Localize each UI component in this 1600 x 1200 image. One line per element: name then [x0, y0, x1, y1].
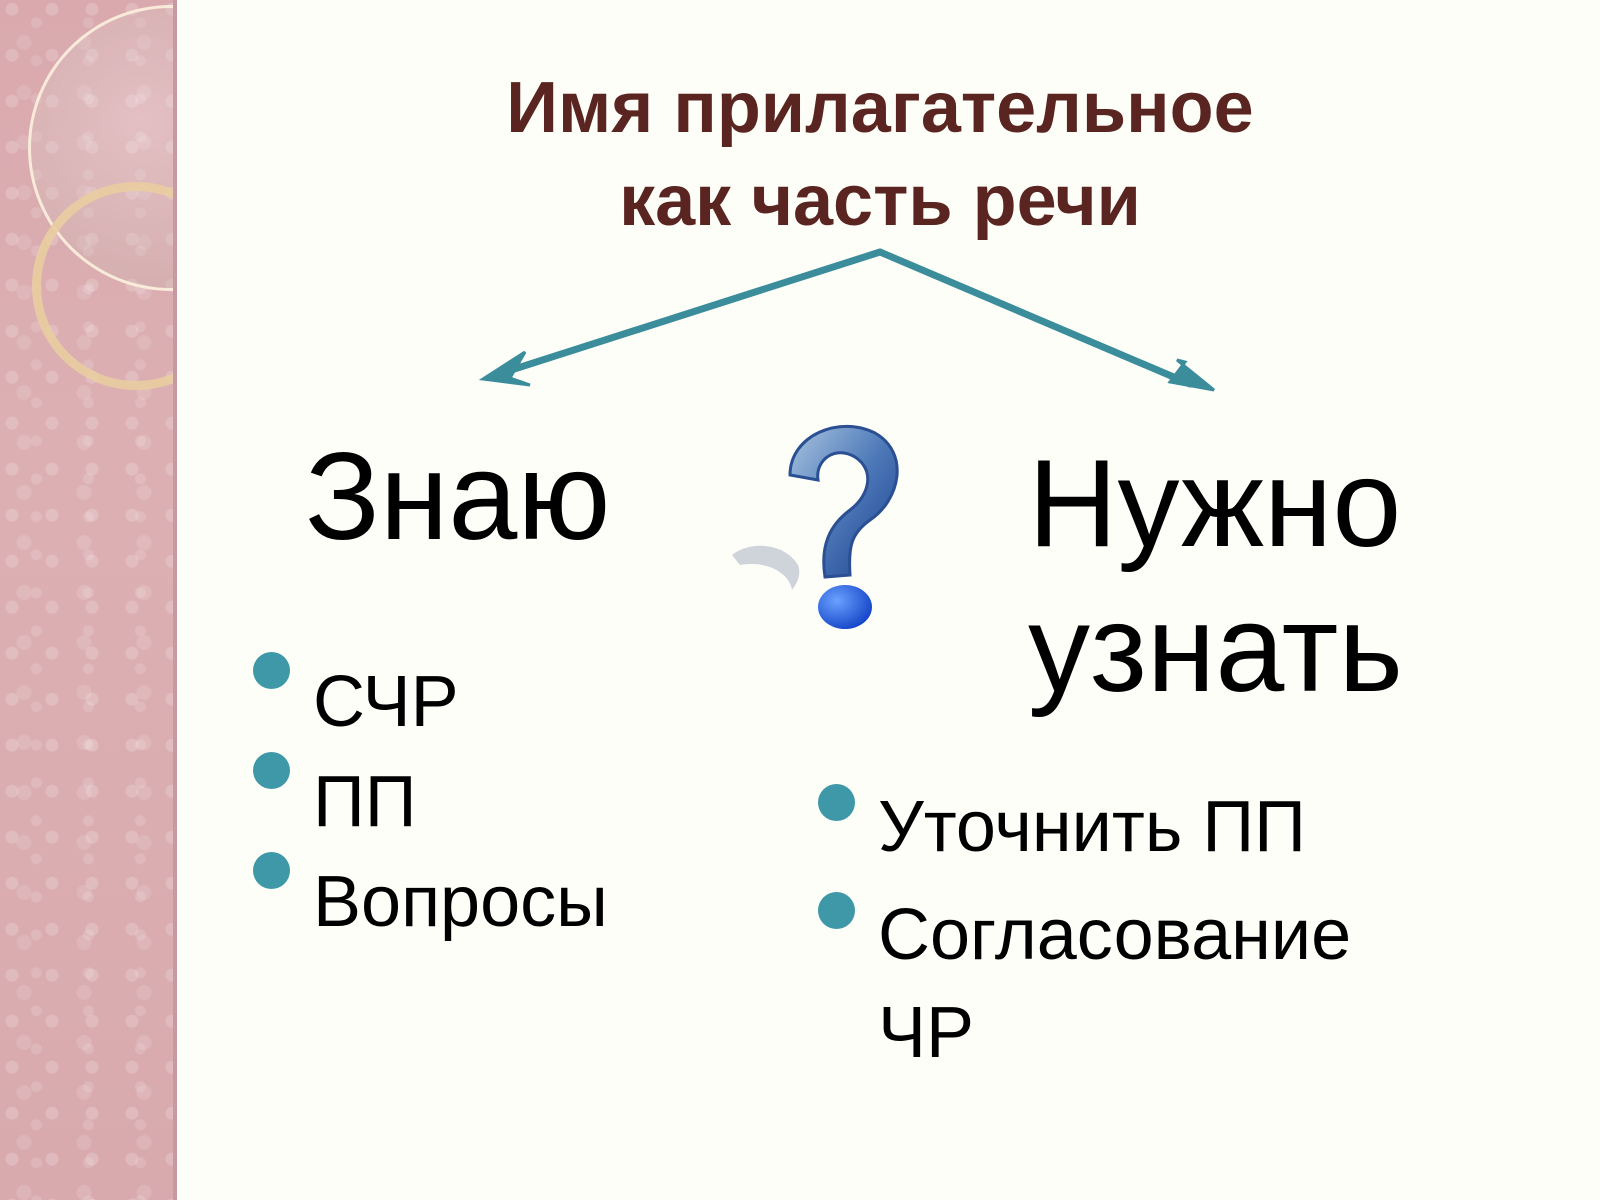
arrow-right-line	[876, 248, 1194, 388]
heading-need-to-know-line-1: Нужно	[1028, 435, 1402, 573]
arrow-right-head	[1167, 358, 1215, 392]
slide-title: Имя прилагательное как часть речи	[340, 62, 1420, 248]
list-item: Уточнить ПП	[818, 778, 1438, 876]
list-item: Согласование ЧР	[818, 886, 1438, 1082]
arrow-left-head	[478, 350, 531, 387]
need-to-know-list: Уточнить ПП Согласование ЧР	[818, 778, 1438, 1092]
title-line-2: как часть речи	[619, 161, 1141, 241]
list-item: Вопросы	[253, 852, 608, 952]
heading-need-to-know-line-2: узнать	[1028, 580, 1403, 718]
heading-know: Знаю	[305, 428, 611, 566]
question-mark-icon	[732, 424, 899, 629]
arrow-left-line	[501, 248, 884, 376]
decorative-side-panel	[0, 0, 177, 1200]
title-line-1: Имя прилагательное	[506, 68, 1254, 148]
list-item: ПП	[253, 752, 608, 852]
list-item: СЧР	[253, 652, 608, 752]
know-list: СЧР ПП Вопросы	[253, 652, 608, 952]
heading-need-to-know: Нужно узнать	[1028, 432, 1403, 722]
